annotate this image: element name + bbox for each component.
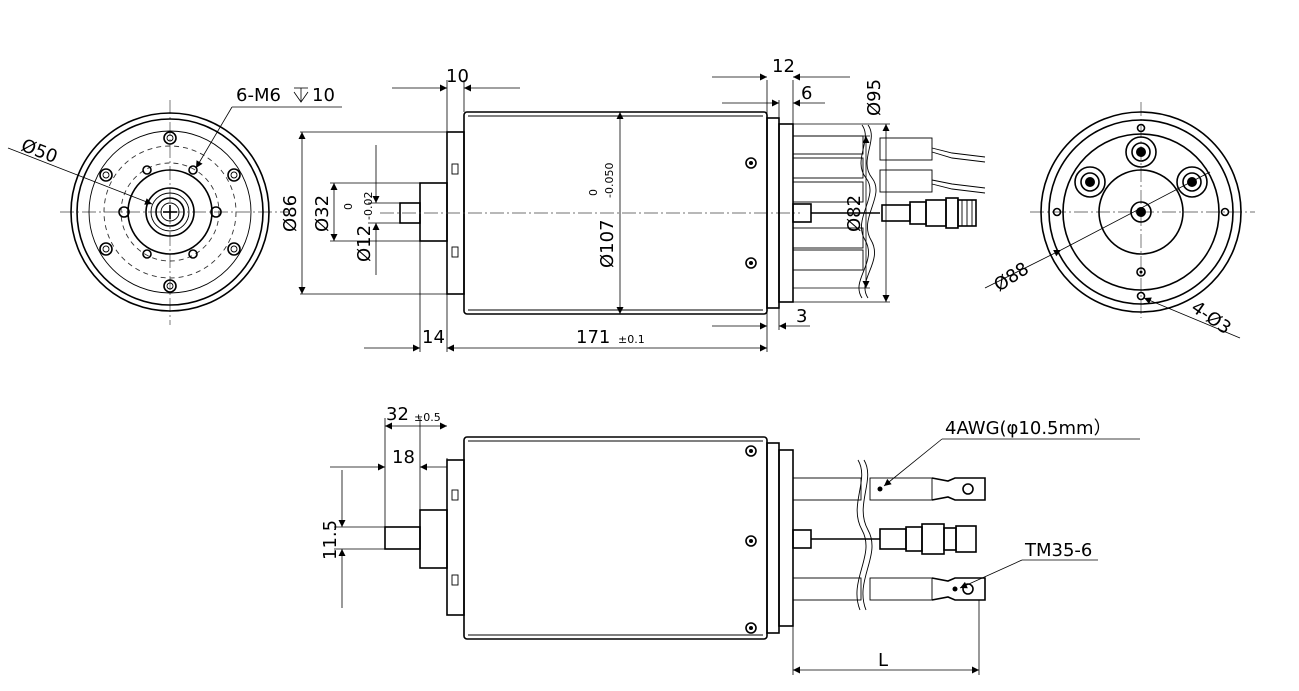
terminal-top	[1125, 136, 1157, 168]
side-tol-107-lower: -0.050	[603, 163, 616, 198]
side-dim-14: 14	[422, 327, 445, 348]
side-dia-86: Ø86	[280, 195, 301, 232]
side-dim-10: 10	[446, 66, 469, 87]
front-thread-label: 6-M6	[236, 85, 281, 106]
side-dia-107: Ø107	[597, 219, 618, 268]
side-dim-6: 6	[801, 83, 812, 104]
side-dim-171: 171	[576, 327, 610, 348]
side-tol-12-upper: 0	[342, 203, 355, 210]
front-thread-depth-label: 10	[312, 85, 335, 106]
terminal-right	[1176, 166, 1208, 198]
side-tol-107-upper: 0	[587, 189, 600, 196]
side-view: 10 Ø86 Ø32 Ø12 0 -0.02 Ø107 0 -0.050 14 …	[280, 56, 986, 352]
side-dia-12: Ø12	[354, 225, 375, 262]
side-dim-12: 12	[772, 56, 795, 77]
side-dim-171-tol: ±0.1	[618, 333, 645, 346]
bottom-dim-32: 32	[386, 404, 409, 425]
bottom-dim-32-tol: ±0.5	[414, 411, 441, 424]
side-dia-82: Ø82	[844, 195, 865, 232]
front-view: Ø50 6-M6 10	[7, 85, 342, 325]
bottom-dim-18: 18	[392, 447, 415, 468]
rear-view: Ø88 4-Ø3	[984, 102, 1255, 339]
terminal-spec-label: TM35-6	[1024, 540, 1092, 561]
bottom-dim-11-5: 11.5	[320, 520, 341, 560]
bottom-dim-L: L	[878, 650, 888, 671]
side-dia-32: Ø32	[312, 195, 333, 232]
side-tol-12-lower: -0.02	[362, 192, 375, 220]
cable-spec-label: 4AWG(φ10.5mm）	[945, 418, 1112, 439]
bottom-view: 32 ±0.5 18 11.5 4AWG(φ10.5mm） TM35-6 L	[320, 404, 1140, 675]
side-dia-95: Ø95	[864, 79, 885, 116]
side-dim-3: 3	[796, 306, 807, 327]
rear-dia-88: Ø88	[990, 258, 1033, 296]
front-dia-50-label: Ø50	[18, 135, 60, 168]
terminal-left	[1074, 166, 1106, 198]
depth-symbol	[293, 87, 309, 103]
